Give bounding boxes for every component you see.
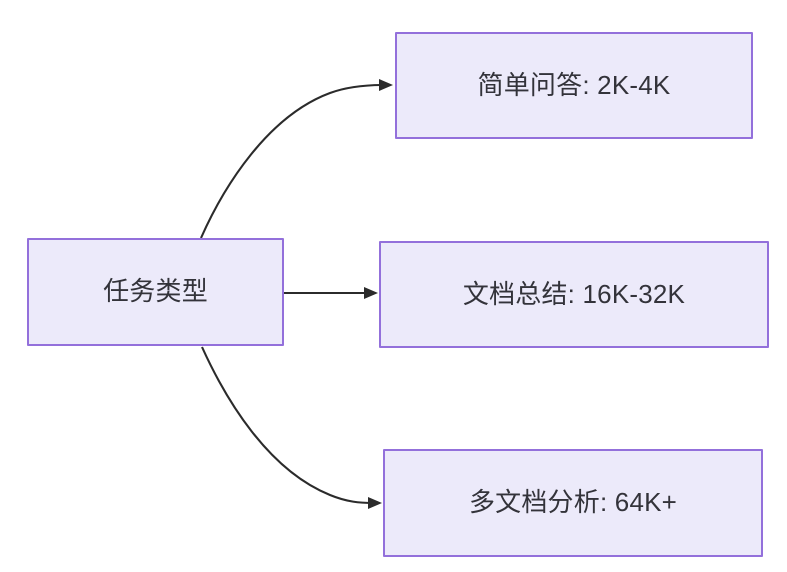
node-doc-summary-label: 文档总结: 16K-32K (462, 278, 686, 309)
node-root-label: 任务类型 (103, 276, 208, 307)
node-root[interactable]: 任务类型 (27, 238, 284, 346)
edge-root-simple-qa (200, 83, 385, 239)
node-multi-doc[interactable]: 多文档分析: 64K+ (383, 449, 763, 557)
arrowhead-icon (368, 497, 382, 509)
node-simple-qa[interactable]: 简单问答: 2K-4K (395, 32, 753, 139)
node-multi-doc-label: 多文档分析: 64K+ (468, 487, 678, 518)
node-simple-qa-label: 简单问答: 2K-4K (477, 69, 671, 100)
arrowhead-icon (364, 287, 378, 299)
arrowhead-icon (379, 79, 393, 91)
node-doc-summary[interactable]: 文档总结: 16K-32K (379, 241, 769, 348)
edge-root-multi-doc (201, 346, 374, 505)
